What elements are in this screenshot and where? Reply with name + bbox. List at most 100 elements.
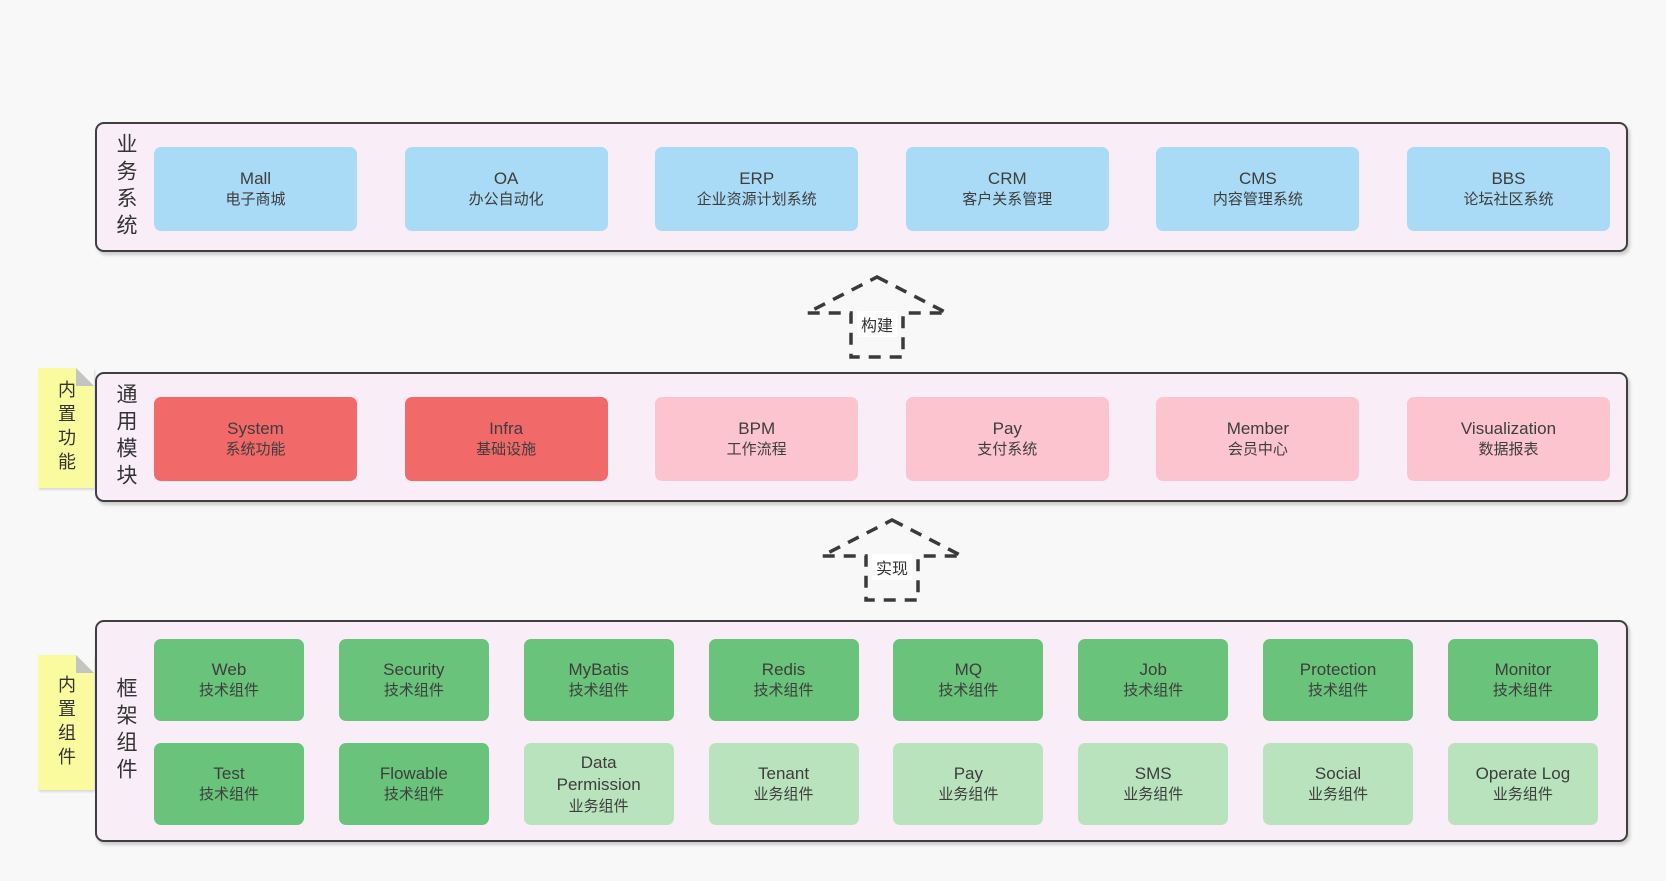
label-zh: 技术组件 (1308, 682, 1369, 700)
layer-label-modules: 通用模块 (114, 383, 137, 491)
modules-boxes-row: System 系统功能 Infra 基础设施 BPM 工作流程 Pay 支付系统… (154, 397, 1610, 481)
label-en: SMS (1134, 763, 1172, 783)
box-social: Social 业务组件 (1263, 743, 1414, 825)
box-crm: CRM 客户关系管理 (905, 147, 1109, 231)
arrow-implement: 实现 (819, 517, 965, 603)
label-zh: 数据报表 (1478, 441, 1539, 459)
label-en: Visualization (1460, 418, 1557, 438)
box-data-permission: Data Permission 业务组件 (523, 743, 674, 825)
label-en: Data Permission (556, 752, 641, 795)
label-zh: 客户关系管理 (962, 191, 1053, 209)
layer-label-business: 业务系统 (114, 133, 137, 241)
box-bbs: BBS 论坛社区系统 (1406, 147, 1610, 231)
label-en: Pay (992, 418, 1022, 438)
box-test: Test 技术组件 (154, 743, 304, 825)
label-zh: 办公自动化 (468, 191, 544, 209)
layer-label-components: 框架组件 (114, 677, 137, 785)
label-zh: 业务组件 (568, 797, 629, 815)
layer-business-systems: 业务系统 Mall 电子商城 OA 办公自动化 ERP 企业资源计划系统 CRM… (95, 122, 1628, 252)
label-en: Monitor (1494, 659, 1552, 679)
label-en: Redis (761, 659, 806, 679)
box-flowable: Flowable 技术组件 (338, 743, 489, 825)
box-mybatis: MyBatis 技术组件 (523, 639, 674, 721)
label-en: Operate Log (1475, 763, 1571, 783)
label-zh: 论坛社区系统 (1463, 191, 1554, 209)
label-en: Web (211, 659, 247, 679)
label-en: Test (213, 763, 245, 783)
arrow-build-label: 构建 (856, 311, 898, 337)
box-mq: MQ 技术组件 (893, 639, 1044, 721)
label-en: Member (1226, 418, 1290, 438)
box-visualization: Visualization 数据报表 (1406, 397, 1610, 481)
label-en: MyBatis (568, 659, 629, 679)
label-zh: 业务组件 (1123, 786, 1184, 804)
box-redis: Redis 技术组件 (708, 639, 859, 721)
box-infra: Infra 基础设施 (404, 397, 608, 481)
sticky-tab-built-in-features: 内置功能 (38, 368, 94, 488)
label-zh: 业务组件 (1308, 786, 1369, 804)
label-en: OA (493, 168, 519, 188)
label-zh: 企业资源计划系统 (696, 191, 817, 209)
label-en: Protection (1299, 659, 1377, 679)
label-zh: 技术组件 (198, 682, 259, 700)
components-row-2: Test 技术组件 Flowable 技术组件 Data Permission … (154, 743, 1598, 825)
label-zh: 技术组件 (753, 682, 814, 700)
box-job: Job 技术组件 (1078, 639, 1229, 721)
box-monitor: Monitor 技术组件 (1447, 639, 1598, 721)
label-en: Flowable (379, 763, 448, 783)
box-cms: CMS 内容管理系统 (1156, 147, 1360, 231)
arrow-build: 构建 (804, 274, 950, 360)
label-zh: 支付系统 (977, 441, 1038, 459)
label-en: System (227, 418, 284, 438)
label-en: Infra (489, 418, 524, 438)
label-zh: 业务组件 (938, 786, 999, 804)
box-member: Member 会员中心 (1156, 397, 1360, 481)
label-en: BPM (738, 418, 776, 438)
label-en: Pay (953, 763, 984, 783)
label-zh: 会员中心 (1227, 441, 1288, 459)
folded-corner-icon (76, 368, 94, 386)
label-zh: 业务组件 (753, 786, 814, 804)
box-sms: SMS 业务组件 (1078, 743, 1229, 825)
label-en: Job (1139, 659, 1167, 679)
label-zh: 工作流程 (726, 441, 787, 459)
sticky-tab-built-in-components: 内置组件 (38, 655, 94, 790)
label-zh: 技术组件 (383, 682, 444, 700)
label-zh: 电子商城 (225, 191, 286, 209)
box-web: Web 技术组件 (154, 639, 304, 721)
box-protection: Protection 技术组件 (1263, 639, 1414, 721)
label-en: CMS (1238, 168, 1277, 188)
box-security: Security 技术组件 (338, 639, 489, 721)
box-system: System 系统功能 (154, 397, 357, 481)
label-en: Tenant (758, 763, 810, 783)
label-zh: 技术组件 (383, 786, 444, 804)
label-en: ERP (739, 168, 775, 188)
label-zh: 系统功能 (225, 441, 286, 459)
dashed-up-arrow-icon (806, 275, 948, 359)
dashed-up-arrow-icon (821, 518, 963, 602)
box-erp: ERP 企业资源计划系统 (655, 147, 859, 231)
tab-label: 内置组件 (56, 674, 76, 771)
label-zh: 业务组件 (1492, 786, 1553, 804)
box-pay-system: Pay 支付系统 (905, 397, 1109, 481)
label-en: MQ (954, 659, 983, 679)
label-zh: 内容管理系统 (1212, 191, 1303, 209)
components-row-1: Web 技术组件 Security 技术组件 MyBatis 技术组件 Redi… (154, 639, 1598, 721)
label-zh: 技术组件 (938, 682, 999, 700)
tab-label: 内置功能 (56, 380, 76, 476)
label-en: Security (383, 659, 445, 679)
label-zh: 技术组件 (198, 786, 259, 804)
layer-common-modules: 通用模块 System 系统功能 Infra 基础设施 BPM 工作流程 Pay… (95, 372, 1628, 502)
folded-corner-icon (76, 655, 94, 673)
label-zh: 技术组件 (1123, 682, 1184, 700)
label-en: CRM (987, 168, 1027, 188)
label-zh: 基础设施 (476, 441, 537, 459)
label-en: Social (1314, 763, 1362, 783)
label-en: BBS (1491, 168, 1526, 188)
box-bpm: BPM 工作流程 (655, 397, 859, 481)
box-oa: OA 办公自动化 (404, 147, 608, 231)
box-tenant: Tenant 业务组件 (708, 743, 859, 825)
box-operate-log: Operate Log 业务组件 (1447, 743, 1598, 825)
box-pay-component: Pay 业务组件 (893, 743, 1044, 825)
layer-framework-components: 框架组件 Web 技术组件 Security 技术组件 MyBatis 技术组件… (95, 620, 1628, 842)
